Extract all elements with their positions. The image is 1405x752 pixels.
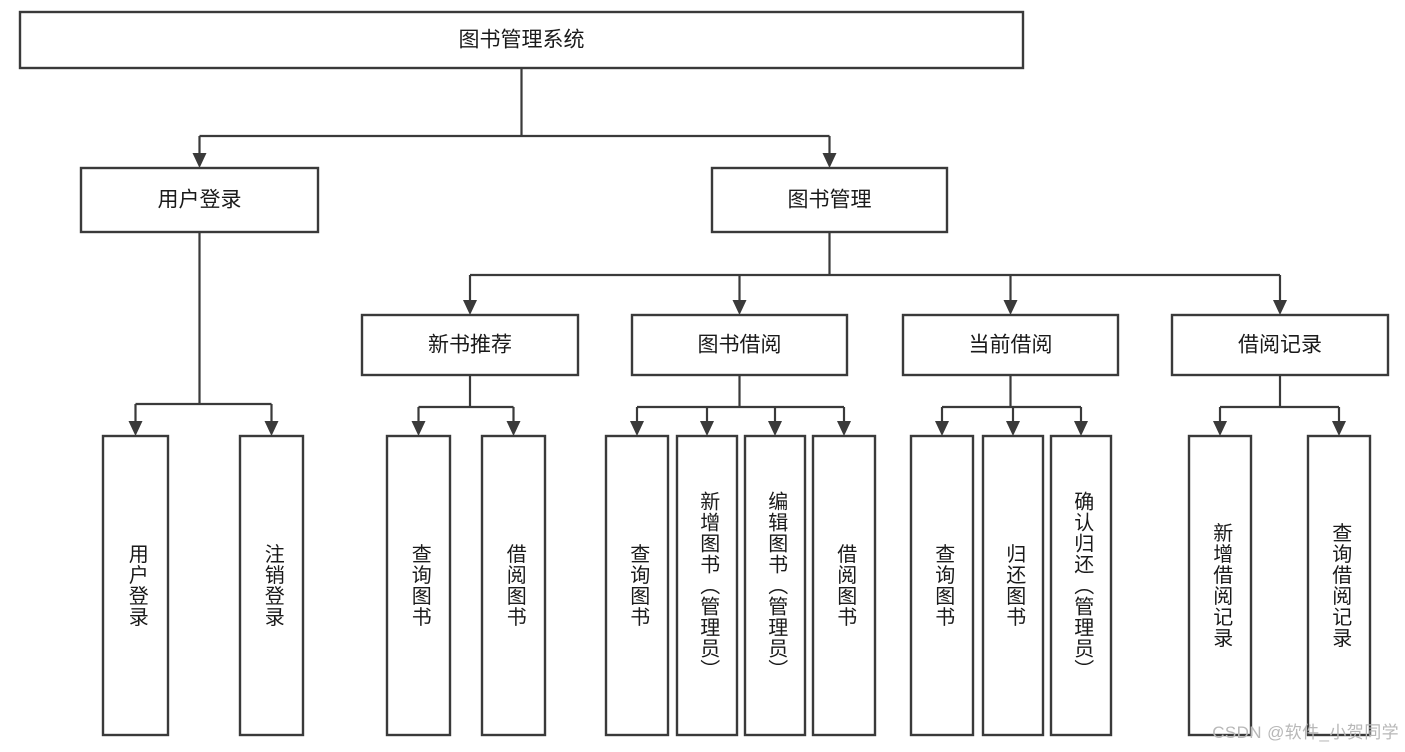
node-book-borrow[interactable]: 图书借阅: [630, 313, 849, 377]
arrow-head-icon: [1074, 421, 1088, 436]
node-user-login[interactable]: 用户登录: [79, 166, 320, 234]
csdn-watermark: CSDN @软件_小贺同学: [1212, 723, 1399, 742]
node-leaf-borrow-book-1-label: 借阅图书: [503, 543, 526, 627]
node-leaf-add-book-label: 新增图书（管理员）: [697, 491, 720, 680]
node-leaf-borrow-book-1[interactable]: 借阅图书: [480, 434, 547, 737]
node-leaf-query-book-2[interactable]: 查询图书: [604, 434, 670, 737]
arrow-head-icon: [837, 421, 851, 436]
node-leaf-borrow-book-2[interactable]: 借阅图书: [811, 434, 877, 737]
arrow-head-icon: [700, 421, 714, 436]
node-borrow-record[interactable]: 借阅记录: [1170, 313, 1390, 377]
node-current-borrow[interactable]: 当前借阅: [901, 313, 1120, 377]
arrow-head-icon: [264, 421, 279, 436]
connector-layer: [128, 68, 1346, 436]
node-borrow-record-box[interactable]: [1170, 313, 1390, 377]
node-leaf-return-book-box[interactable]: [981, 434, 1045, 737]
node-leaf-query-book-3[interactable]: 查询图书: [909, 434, 975, 737]
node-leaf-add-record[interactable]: 新增借阅记录: [1187, 434, 1253, 737]
arrow-head-icon: [732, 300, 747, 315]
node-leaf-logout[interactable]: 注销登录: [238, 434, 305, 737]
node-book-borrow-label: 图书借阅: [698, 334, 782, 357]
node-leaf-edit-book-box[interactable]: [743, 434, 807, 737]
node-leaf-borrow-book-2-label: 借阅图书: [834, 543, 857, 627]
node-leaf-add-book-box[interactable]: [675, 434, 739, 737]
arrow-head-icon: [411, 421, 426, 436]
node-user-login-label: 用户登录: [158, 189, 242, 212]
node-leaf-return-book[interactable]: 归还图书: [981, 434, 1045, 737]
node-leaf-user-login-label: 用户登录: [125, 544, 148, 628]
node-current-borrow-label: 当前借阅: [969, 334, 1053, 357]
node-leaf-return-book-label: 归还图书: [1003, 543, 1026, 627]
node-leaf-query-record-label: 查询借阅记录: [1329, 522, 1352, 648]
node-layer: 图书管理系统用户登录图书管理新书推荐图书借阅当前借阅借阅记录用户登录注销登录查询…: [18, 10, 1390, 737]
arrow-head-icon: [506, 421, 521, 436]
node-leaf-add-record-box[interactable]: [1187, 434, 1253, 737]
node-book-management-label: 图书管理: [788, 189, 872, 212]
arrow-head-icon: [630, 421, 644, 436]
node-leaf-add-record-label: 新增借阅记录: [1210, 522, 1233, 648]
node-leaf-query-book-1-label: 查询图书: [408, 543, 431, 627]
arrow-head-icon: [768, 421, 782, 436]
node-leaf-logout-box[interactable]: [238, 434, 305, 737]
node-leaf-confirm-return-box[interactable]: [1049, 434, 1113, 737]
node-leaf-logout-label: 注销登录: [261, 543, 284, 627]
node-leaf-confirm-return-label: 确认归还（管理员）: [1071, 491, 1094, 680]
node-root-system[interactable]: 图书管理系统: [18, 10, 1025, 70]
node-current-borrow-box[interactable]: [901, 313, 1120, 377]
node-new-book-recommend-box[interactable]: [360, 313, 580, 377]
arrow-head-icon: [1006, 421, 1020, 436]
node-book-management[interactable]: 图书管理: [710, 166, 949, 234]
node-leaf-add-book[interactable]: 新增图书（管理员）: [675, 434, 739, 737]
node-leaf-borrow-book-1-box[interactable]: [480, 434, 547, 737]
node-leaf-query-book-2-box[interactable]: [604, 434, 670, 737]
node-leaf-confirm-return[interactable]: 确认归还（管理员）: [1049, 434, 1113, 737]
node-leaf-user-login[interactable]: 用户登录: [101, 434, 170, 737]
arrow-head-icon: [1273, 300, 1287, 315]
arrow-head-icon: [1003, 300, 1018, 315]
node-book-borrow-box[interactable]: [630, 313, 849, 377]
node-leaf-query-record[interactable]: 查询借阅记录: [1306, 434, 1372, 737]
node-root-system-label: 图书管理系统: [459, 29, 585, 52]
node-leaf-borrow-book-2-box[interactable]: [811, 434, 877, 737]
node-leaf-query-book-2-label: 查询图书: [627, 543, 650, 627]
arrow-head-icon: [1332, 421, 1346, 436]
arrow-head-icon: [1213, 421, 1227, 436]
node-new-book-recommend-label: 新书推荐: [428, 334, 512, 357]
node-root-system-box[interactable]: [18, 10, 1025, 70]
node-new-book-recommend[interactable]: 新书推荐: [360, 313, 580, 377]
node-leaf-edit-book-label: 编辑图书（管理员）: [765, 491, 788, 680]
node-leaf-query-book-3-label: 查询图书: [932, 543, 955, 627]
node-leaf-query-book-1[interactable]: 查询图书: [385, 434, 452, 737]
node-leaf-query-record-box[interactable]: [1306, 434, 1372, 737]
node-book-management-box[interactable]: [710, 166, 949, 234]
arrow-head-icon: [463, 300, 477, 315]
node-leaf-user-login-box[interactable]: [101, 434, 170, 737]
node-leaf-query-book-3-box[interactable]: [909, 434, 975, 737]
node-leaf-edit-book[interactable]: 编辑图书（管理员）: [743, 434, 807, 737]
node-user-login-box[interactable]: [79, 166, 320, 234]
arrow-head-icon: [192, 153, 207, 168]
node-borrow-record-label: 借阅记录: [1238, 334, 1322, 357]
arrow-head-icon: [935, 421, 949, 436]
arrow-head-icon: [128, 421, 143, 436]
arrow-head-icon: [822, 153, 837, 168]
node-leaf-query-book-1-box[interactable]: [385, 434, 452, 737]
